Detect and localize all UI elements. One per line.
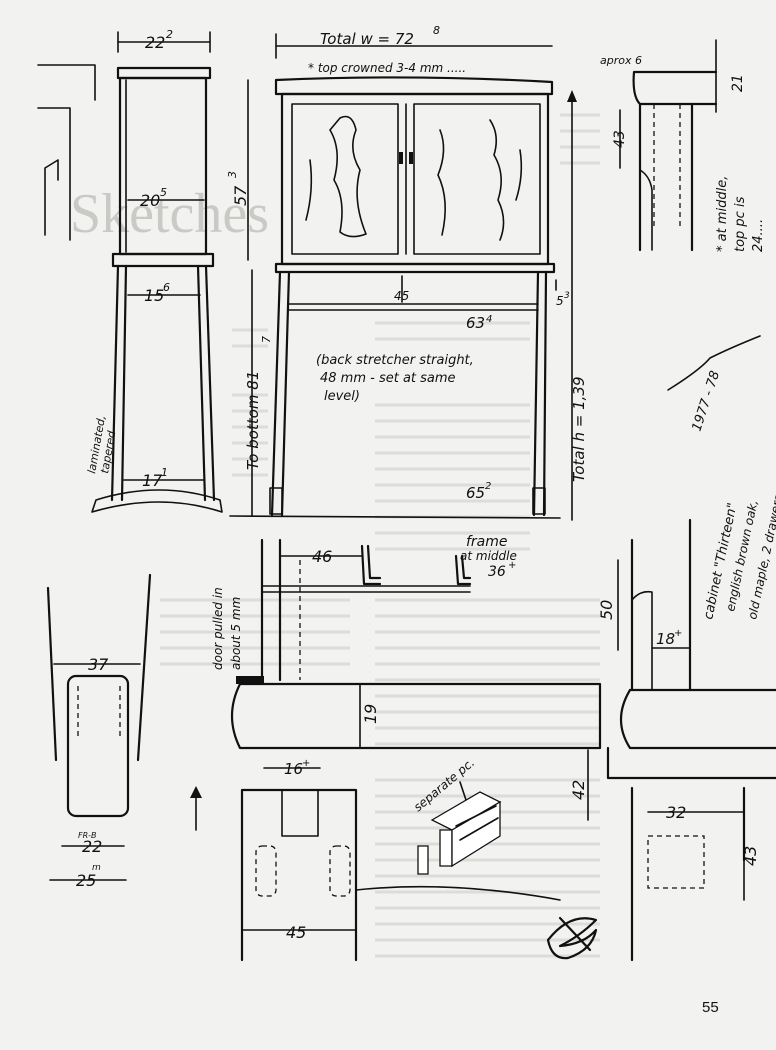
dim-top-gap: 5 bbox=[556, 294, 564, 308]
frame-label: frame bbox=[466, 534, 508, 550]
leg-bottom-detail: 37 FR-B 22 25 m bbox=[46, 573, 152, 890]
dim-32: 32 bbox=[666, 803, 686, 822]
cabinet-top bbox=[274, 76, 554, 96]
left-door bbox=[291, 103, 399, 255]
dim-to-bottom: To bottom 81 bbox=[244, 371, 262, 470]
door-figure-right bbox=[489, 119, 505, 241]
top-profile bbox=[632, 70, 718, 106]
svg-text:5: 5 bbox=[160, 186, 167, 199]
dim-19: 19 bbox=[361, 704, 380, 724]
side-foot bbox=[91, 489, 223, 513]
svg-text:3: 3 bbox=[226, 171, 239, 178]
dim-stretcher-width: 63 bbox=[466, 314, 485, 332]
page-number: 55 bbox=[702, 999, 719, 1016]
stretcher-note-2: 48 mm - set at same bbox=[320, 371, 456, 386]
stand-top-rail bbox=[274, 262, 556, 274]
svg-text:4: 4 bbox=[486, 314, 492, 325]
approx-label: aprox 6 bbox=[600, 54, 642, 67]
dim-45: 45 bbox=[286, 923, 306, 942]
svg-text:1: 1 bbox=[161, 466, 168, 479]
ghost-text-lines bbox=[160, 113, 600, 958]
svg-text:7: 7 bbox=[260, 336, 273, 343]
front-right-leg bbox=[532, 270, 548, 517]
dim-43-lower: 43 bbox=[741, 846, 760, 866]
side-top bbox=[116, 66, 212, 80]
svg-text:8: 8 bbox=[433, 24, 440, 37]
top-edge-detail: aprox 6 21 43 * at middle, top pc is 24.… bbox=[600, 39, 766, 252]
side-front-leg bbox=[110, 264, 128, 502]
left-knob bbox=[399, 152, 403, 164]
door-figure-left bbox=[329, 115, 367, 238]
door-note-1: door pulled in bbox=[211, 587, 225, 670]
top-note-3: 24.... bbox=[751, 219, 766, 252]
dim-36: 36 bbox=[488, 564, 506, 580]
dim-46: 46 bbox=[312, 547, 332, 566]
fr-b-label: FR-B bbox=[78, 831, 97, 840]
svg-text:3: 3 bbox=[564, 291, 570, 301]
dim-37: 37 bbox=[88, 655, 109, 674]
dim-21: 21 bbox=[730, 74, 746, 92]
svg-text:6: 6 bbox=[163, 281, 170, 294]
dim-cabinet-height: 57 bbox=[231, 185, 250, 206]
side-view: 22 2 20 5 15 6 17 1 laminated, tapered bbox=[37, 28, 223, 513]
svg-text:+: + bbox=[674, 628, 682, 639]
dim-foot-depth: 17 bbox=[142, 471, 163, 490]
dim-stand-depth: 15 bbox=[144, 286, 164, 305]
svg-text:m: m bbox=[92, 863, 101, 873]
stretcher-note-1: (back stretcher straight, bbox=[316, 353, 474, 368]
right-knob bbox=[409, 152, 413, 164]
dim-50: 50 bbox=[597, 600, 616, 620]
door-note-2: about 5 mm bbox=[229, 597, 243, 670]
dim-foot-width: 65 bbox=[466, 484, 485, 502]
dim-43-top: 43 bbox=[612, 130, 628, 148]
ghost-heading: Sketches bbox=[70, 183, 269, 245]
title-block: 1977 - 78 cabinet "Thirteen" english bro… bbox=[667, 335, 776, 621]
dim-18: 18 bbox=[656, 630, 675, 648]
svg-text:2: 2 bbox=[485, 481, 491, 492]
rail-section bbox=[230, 682, 602, 750]
right-door bbox=[413, 103, 541, 255]
dim-case-depth: 20 bbox=[140, 191, 160, 210]
dim-25: 25 bbox=[76, 871, 96, 890]
leg-tenon-block bbox=[240, 788, 358, 962]
stretcher-note-3: level) bbox=[324, 389, 360, 404]
svg-text:2: 2 bbox=[166, 28, 173, 41]
top-note-1: * at middle, bbox=[715, 176, 730, 252]
dim-total-height: Total h = 1,39 bbox=[570, 376, 588, 482]
title-years: 1977 - 78 bbox=[690, 369, 724, 433]
door-inset-block bbox=[236, 676, 264, 684]
background-print: Sketches bbox=[70, 113, 600, 958]
edge-profile bbox=[37, 64, 96, 101]
top-note-2: top pc is bbox=[733, 196, 748, 252]
leg-foot-section bbox=[66, 674, 130, 818]
dim-total-width: Total w = 72 bbox=[320, 30, 414, 48]
front-left-leg bbox=[270, 270, 291, 517]
side-stand-rail bbox=[111, 252, 215, 268]
dim-42: 42 bbox=[569, 780, 588, 800]
signature-monogram bbox=[546, 916, 598, 960]
front-elevation: Total w = 72 8 * top crowned 3-4 mm ....… bbox=[226, 24, 588, 521]
dim-22: 22 bbox=[82, 837, 102, 856]
dim-top-depth: 22 bbox=[145, 33, 165, 52]
top-crowned-note: * top crowned 3-4 mm ..... bbox=[308, 61, 466, 75]
separate-piece-detail: separate pc. bbox=[411, 755, 502, 875]
side-back-leg bbox=[196, 264, 216, 502]
svg-text:+: + bbox=[508, 560, 516, 571]
right-leg-detail: 50 18 + 42 32 43 bbox=[569, 518, 776, 962]
cabinet-case bbox=[280, 92, 550, 266]
frame-sub: at middle bbox=[460, 549, 517, 563]
svg-text:+: + bbox=[302, 758, 310, 769]
dim-16: 16 bbox=[284, 760, 303, 778]
door-frame-detail: 46 frame at middle 36 + door pulled in a… bbox=[190, 534, 602, 962]
